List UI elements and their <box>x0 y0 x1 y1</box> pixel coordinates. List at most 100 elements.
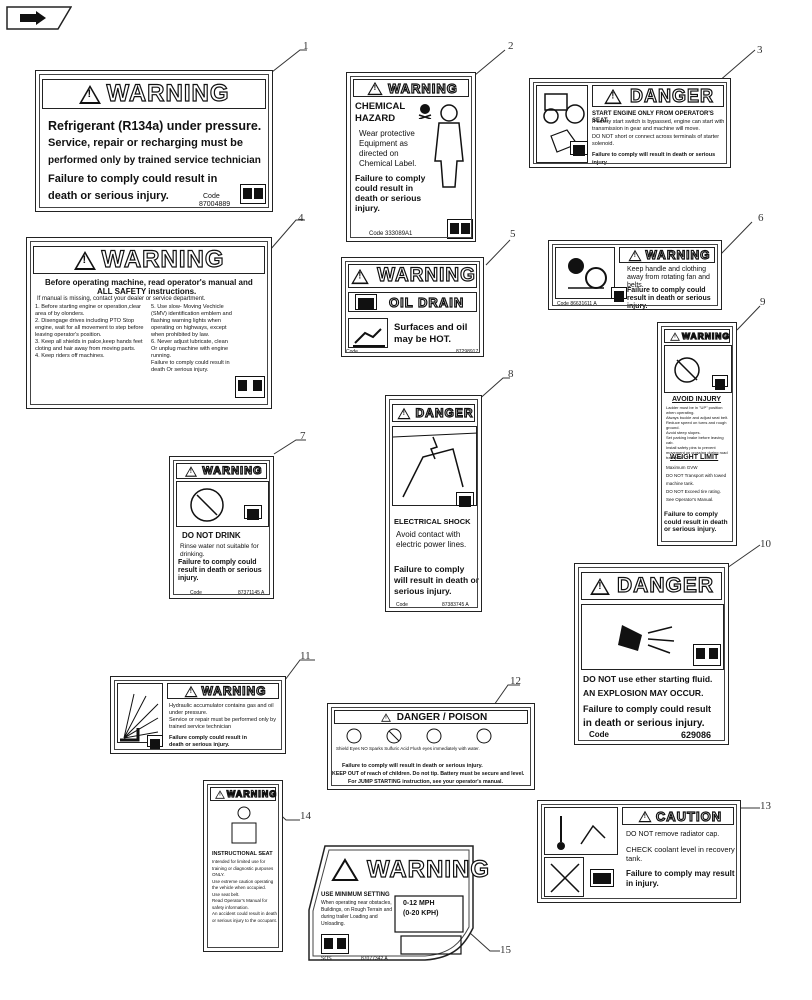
line1: START ENGINE ONLY FROM OPERATOR'S SEAT. <box>592 111 714 124</box>
code-value: Code 333089A1 <box>369 231 413 237</box>
decal-header: WARNING <box>176 463 267 479</box>
decal-hydraulic-accumulator: WARNING Hydraulic accumulator contains g… <box>110 676 286 754</box>
sub-title: USE MINIMUM SETTING <box>321 892 390 898</box>
warning-triangle-icon <box>351 268 369 284</box>
oil-drain-bar: OIL DRAIN <box>348 292 477 312</box>
chemical-title: CHEMICAL HAZARD <box>355 101 405 124</box>
line3: Failure to comply could result <box>583 704 712 714</box>
book-icon <box>611 287 627 302</box>
page-nav-icon[interactable] <box>6 6 72 30</box>
warning-triangle-icon <box>638 810 652 822</box>
body-text: When operating near obstacles, Buildings… <box>321 900 393 927</box>
decal-header: WARNING <box>33 245 265 274</box>
decal-header: DANGER <box>581 572 722 600</box>
radiator-pictogram <box>544 807 618 855</box>
body-line: performed only by trained service techni… <box>48 155 261 166</box>
code-left: Code <box>346 349 358 355</box>
title: ELECTRICAL SHOCK <box>394 517 471 526</box>
fail-text: Failure to comply will result in death o… <box>592 152 716 166</box>
header-text: WARNING <box>645 247 711 262</box>
callout-11: 11 <box>300 650 311 662</box>
intro-line3: If manual is missing, contact your deale… <box>37 296 206 302</box>
code-right: 87371145 A <box>238 590 265 596</box>
decal-operator-safety: WARNING Before operating machine, read o… <box>26 237 272 409</box>
code-right: 87077342 A <box>361 956 388 962</box>
header-text: DANGER <box>629 85 714 106</box>
book-icon <box>321 934 349 954</box>
header-text: WARNING <box>106 79 230 107</box>
decal-header: WARNING <box>348 264 477 288</box>
bullet-text: Wear protective Equipment as directed on… <box>359 129 417 168</box>
no-open-pictogram <box>544 857 584 897</box>
tractor-pictogram <box>536 85 588 163</box>
callout-2: 2 <box>508 40 514 52</box>
body-line: Refrigerant (R134a) under pressure. <box>48 119 262 133</box>
header-text: WARNING <box>376 264 476 286</box>
protective-suit-figure <box>431 101 469 191</box>
instructions-left: 1. Before starting engine or operation,c… <box>35 304 144 359</box>
accumulator-spray-pictogram <box>117 683 163 743</box>
callout-1: 1 <box>303 40 309 52</box>
bullet-1: Hydraulic accumulator contains gas and o… <box>169 703 274 716</box>
fail-text: Failure to comply will result in death o… <box>342 763 483 769</box>
warning-triangle-icon <box>367 81 383 95</box>
header-text: WARNING <box>101 245 225 273</box>
battery-hazard-icons <box>334 726 530 746</box>
title: INSTRUCTIONAL SEAT <box>212 851 273 857</box>
ether-spray-pictogram <box>581 604 724 670</box>
book-icon <box>244 505 262 520</box>
callout-10: 10 <box>760 538 771 550</box>
warning-triangle-icon <box>627 249 642 261</box>
decal-minimum-setting: WARNING USE MINIMUM SETTING When operati… <box>305 840 490 964</box>
header-text: DANGER / POISON <box>396 711 488 723</box>
skull-icon <box>417 103 433 119</box>
decal-header: CAUTION <box>622 807 734 825</box>
decal-avoid-injury: WARNING AVOID INJURY Ladder must be in "… <box>657 322 737 546</box>
line3: DO NOT short or connect across terminals… <box>592 134 720 147</box>
speed-kph: (0-20 KPH) <box>403 910 439 917</box>
decal-radiator-caution: CAUTION DO NOT remove radiator cap. CHEC… <box>537 800 741 903</box>
decal-header: WARNING <box>167 683 279 699</box>
callout-14: 14 <box>300 810 311 822</box>
book-icon <box>355 294 377 310</box>
callout-15: 15 <box>500 944 511 956</box>
warning-triangle-icon <box>214 789 225 799</box>
bullet-text: Rinse water not suitable for drinking. <box>180 543 259 558</box>
code-right: 87383745 A <box>442 602 469 608</box>
line2: If safety start switch is bypassed, engi… <box>592 119 725 132</box>
code-left: SOS <box>321 956 332 962</box>
decal-header: DANGER <box>592 85 724 107</box>
callout-13: 13 <box>760 800 771 812</box>
speed-mph: 0-12 MPH <box>403 900 435 907</box>
bullet-2: CHECK coolant level in recovery tank. <box>626 845 735 863</box>
header-text: WARNING <box>387 80 458 96</box>
book-icon <box>447 219 473 239</box>
avoid-title: AVOID INJURY <box>672 396 722 403</box>
book-icon <box>240 184 266 204</box>
weight-title: WEIGHT LIMIT <box>670 454 719 461</box>
decal-ether-danger: DANGER DO NOT use ether starting fluid. … <box>574 563 729 745</box>
fail-text: Failure comply could result in death or … <box>169 735 247 748</box>
warning-triangle-icon <box>73 250 96 270</box>
code-value: 629086 <box>681 730 712 740</box>
callout-3: 3 <box>757 44 763 56</box>
fail-text: Failure to comply could result in death … <box>664 511 728 533</box>
book-icon <box>693 644 721 666</box>
header-text: WARNING <box>201 683 267 698</box>
decal-header: WARNING <box>42 79 266 109</box>
code-label: Code <box>203 193 220 200</box>
book-icon <box>235 376 265 398</box>
header-text: WARNING <box>681 330 731 341</box>
warning-triangle-icon <box>670 331 680 341</box>
warning-triangle-icon <box>397 407 412 419</box>
no-drink-pictogram <box>176 481 269 527</box>
book-icon <box>570 141 588 156</box>
header-text: WARNING <box>366 855 490 883</box>
decal-rotating-fan: Code 86631611 A WARNING Keep handle and … <box>548 240 722 310</box>
decal-start-engine-danger: DANGER START ENGINE ONLY FROM OPERATOR'S… <box>529 78 731 168</box>
book-icon <box>456 492 474 507</box>
hot-surface-text: Surfaces and oil may be HOT. <box>394 322 468 345</box>
decal-instructional-seat: WARNING INSTRUCTIONAL SEAT Intended for … <box>203 780 283 952</box>
code-value: Code 86631611 A <box>557 301 597 307</box>
fail-text: Failure to comply could result in death … <box>178 559 262 582</box>
